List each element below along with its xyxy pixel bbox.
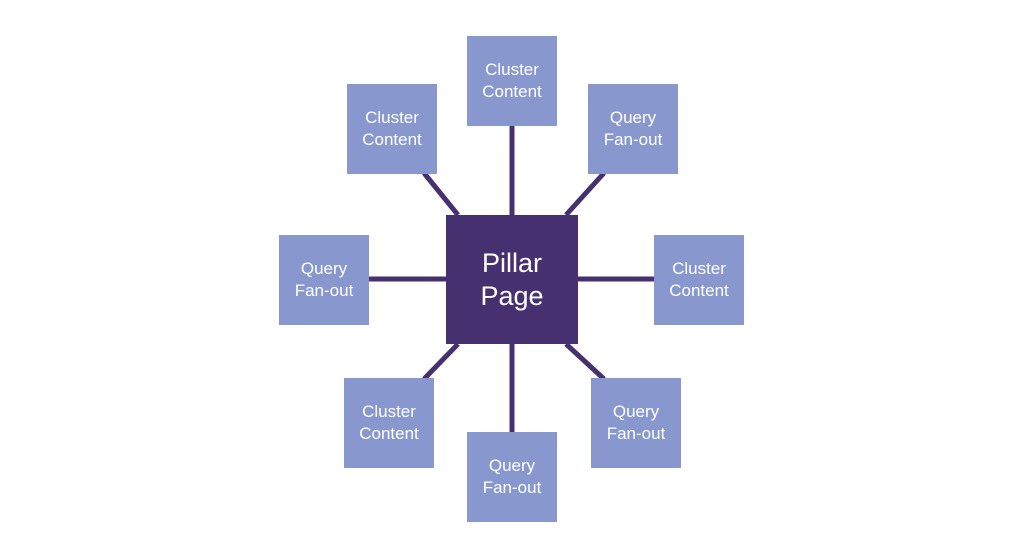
cluster-content-node-top: Cluster Content: [467, 36, 557, 126]
node-label: Query Fan-out: [294, 259, 354, 300]
pillar-page-label: Pillar Page: [480, 247, 544, 311]
cluster-content-node-right: Cluster Content: [654, 235, 744, 325]
node-label: Query Fan-out: [606, 402, 666, 443]
cluster-content-node-top-left: Cluster Content: [347, 84, 437, 174]
node-label: Query Fan-out: [482, 456, 542, 497]
query-fan-out-node-bottom: Query Fan-out: [467, 432, 557, 522]
query-fan-out-node-bottom-right: Query Fan-out: [591, 378, 681, 468]
cluster-content-node-bottom-left: Cluster Content: [344, 378, 434, 468]
query-fan-out-node-left: Query Fan-out: [279, 235, 369, 325]
pillar-page-node: Pillar Page: [446, 215, 578, 344]
connector-bottom-right: [564, 342, 606, 381]
node-label: Cluster Content: [362, 108, 422, 149]
query-fan-out-node-top-right: Query Fan-out: [588, 84, 678, 174]
node-label: Cluster Content: [482, 60, 542, 101]
connector-top-right: [564, 171, 606, 217]
node-label: Query Fan-out: [603, 108, 663, 149]
connector-bottom-left: [422, 342, 460, 381]
connector-top-left: [422, 171, 460, 217]
node-label: Cluster Content: [669, 259, 729, 300]
node-label: Cluster Content: [359, 402, 419, 443]
